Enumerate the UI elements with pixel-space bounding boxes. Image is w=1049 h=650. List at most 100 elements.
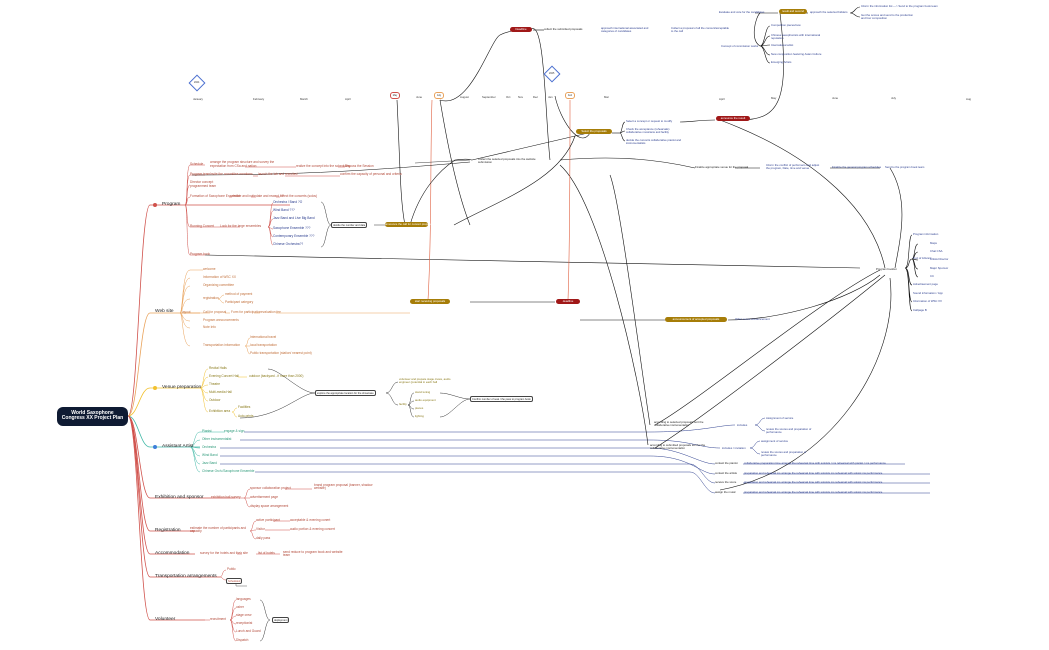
venue-theatre[interactable]: Theatre	[209, 382, 220, 386]
row-label-music: assign the music	[715, 490, 736, 494]
web-welcome[interactable]: welcome	[203, 267, 216, 271]
concept-item-2b: reputation	[771, 36, 784, 40]
venue-outdoor[interactable]: Outdoor	[209, 398, 221, 402]
assistant-jazzband[interactable]: Jazz Band	[202, 461, 217, 465]
venue-exh-facilities: Facilities	[238, 405, 251, 409]
ensemble-5: Contemporary Ensemble ???	[273, 234, 315, 238]
decide-number-box[interactable]: decide the number and date	[331, 222, 368, 229]
schedule-arrange-line2: expectation from CSa and nation	[210, 164, 257, 168]
includes-label: includes	[737, 423, 748, 427]
assistant-pianist[interactable]: Pianist	[202, 429, 212, 433]
concept-item-5: Emerging Artists	[771, 60, 792, 64]
venue-multimedia[interactable]: Multi-media Hall	[209, 390, 232, 394]
branch-accommodation[interactable]: Accommodation	[155, 551, 190, 556]
venue-exhibition[interactable]: Exhibition area	[209, 409, 231, 413]
exhibition-display: display space arrangement	[250, 504, 289, 508]
get-scores-line1: Get the scores and send to the productio…	[861, 13, 914, 17]
branch-venue[interactable]: Venue preparation	[162, 385, 202, 390]
web-committee[interactable]: Organizing committee	[203, 283, 235, 287]
month-february: February	[253, 97, 265, 101]
ensemble-1: Orchestra / Band ?O	[273, 200, 303, 204]
sponsor-note-line1: brand program proposal (banner, shadow	[314, 483, 373, 487]
approach-intl-line1: approach international associated and	[601, 26, 649, 30]
facility-tuning: stand tuning	[415, 390, 431, 394]
announce-result-pill[interactable]: announce the result	[716, 116, 750, 121]
venue-evening[interactable]: Evening Concert Hall	[209, 374, 239, 378]
deployment-box[interactable]: deployment	[272, 617, 290, 624]
web-call-proposal[interactable]: Call for proposal	[203, 310, 227, 314]
program-formation[interactable]: Formation of Saxophone Ensemble	[190, 194, 240, 198]
branch-registration[interactable]: Registration	[155, 528, 181, 533]
month-july2: July	[891, 96, 896, 100]
branch-program[interactable]: Program	[162, 202, 181, 207]
result-second-pill[interactable]: result and second	[779, 9, 807, 14]
month-december: Dec	[533, 95, 538, 99]
facility-pianos: pianos	[415, 406, 424, 410]
web-announcements[interactable]: Program announcements	[203, 318, 239, 322]
transport-scheduled[interactable]: Scheduled	[226, 578, 243, 585]
root-title-line2: Congress XX Project Plan	[61, 415, 124, 422]
deadline-pill-2[interactable]: deadline	[556, 299, 580, 304]
web-trans-intl: International travel	[250, 335, 277, 339]
vol-receptionist: receptionist	[236, 621, 253, 625]
inc2-assignment: assignment of service	[761, 439, 789, 443]
registration-estimate-line1[interactable]: estimate the number of participants and	[190, 526, 246, 530]
branch-exhibition[interactable]: Exhibition and sponsor	[155, 495, 204, 500]
assistant-other-instr[interactable]: Other instrumentalist	[202, 437, 232, 441]
month-november: Nov	[518, 95, 523, 99]
web-information[interactable]: Information of WSC XX	[203, 275, 236, 279]
director-concept-line1[interactable]: Director concept	[190, 180, 214, 184]
month-feb-ring[interactable]: Feb	[565, 92, 575, 99]
month-may-ring[interactable]: May	[390, 92, 400, 99]
vol-languages: languages	[236, 597, 251, 601]
branch-line-website	[127, 312, 200, 417]
announcement-accepted-pill[interactable]: announcement of accepted proposals	[665, 317, 727, 322]
announce-call-pill[interactable]: announce the call for concert proposal	[385, 222, 433, 227]
finalize-schedule-text: Finalize the general program schedules	[832, 165, 881, 169]
reg-active: active participant	[256, 518, 280, 522]
program-running[interactable]: Running Concert	[190, 224, 214, 228]
registration-estimate-line2: capacity	[190, 529, 202, 533]
decide-concerts-text: decide the concerts collaborative pianis…	[626, 138, 682, 142]
inc-assignment: Assignment of service	[766, 416, 794, 420]
assistant-orchestra[interactable]: Orchestra	[202, 445, 216, 449]
web-trans-public: Public transportation (station/ nearest …	[250, 351, 312, 355]
branch-transportation[interactable]: Transportation arrangements	[155, 574, 217, 579]
row-label-pianist: contact the pianist	[715, 461, 738, 465]
web-registration[interactable]: registration	[203, 296, 219, 300]
month-july-ring[interactable]: July	[434, 92, 444, 99]
branch-website[interactable]: Web site	[155, 309, 174, 314]
web-trans-local: local transportation	[250, 343, 277, 347]
exhibition-sponsor: sponsor collaboration project	[250, 486, 291, 490]
director-concept-line2: programmed team	[190, 184, 217, 188]
accommodation-survey[interactable]: survey for the hotels and their site	[200, 551, 248, 555]
branch-line-volunteer	[127, 415, 205, 621]
branch-assistant[interactable]: Assistant Artist	[162, 444, 194, 449]
web-transport-info[interactable]: Transportation information	[203, 343, 241, 347]
volunteer-recruit[interactable]: recruitment	[210, 617, 226, 621]
branch-volunteer[interactable]: Volunteer	[155, 617, 176, 622]
reg-daily: daily pass	[256, 536, 271, 540]
program-team[interactable]: Program team	[190, 172, 211, 176]
concept-commission-text: Concept of commission works	[721, 44, 759, 48]
start-receiving-pill[interactable]: start receiving proposals	[410, 299, 450, 304]
assistant-chinese-orch[interactable]: Chinese Orch./Saxophone Ensemble	[202, 469, 255, 473]
month-aug2: Aug	[966, 97, 971, 101]
web-note-info[interactable]: Note Info	[203, 325, 216, 329]
book-sound: Sound information / App	[913, 291, 943, 295]
deadline-pill[interactable]: Deadline	[510, 27, 532, 32]
venue-recital[interactable]: Recital Halls	[209, 366, 227, 370]
root-node[interactable]: World Saxophone Congress XX Project Plan	[57, 407, 128, 426]
program-schedule[interactable]: Schedule	[190, 162, 204, 166]
explore-location-box[interactable]: explore the appropriate location for the…	[315, 390, 376, 397]
formation-select: select the concerts (solos)	[280, 194, 318, 198]
exhibition-survey[interactable]: exhibition hall survey	[211, 495, 241, 499]
program-book[interactable]: Program book	[190, 252, 211, 256]
program-booklet-hub[interactable]: Program booklet	[876, 267, 897, 271]
select-proposals-pill[interactable]: Select the proposals	[576, 129, 612, 134]
accommodation-note-line2: team	[283, 553, 291, 557]
team-launch: launch the lab and recruited	[258, 172, 298, 176]
assistant-windband[interactable]: Wind Band	[202, 453, 218, 457]
confirm-seats-box[interactable]: Confirm number of seat / the pass to pro…	[470, 396, 533, 403]
inc-review-line2: performance	[766, 430, 782, 434]
